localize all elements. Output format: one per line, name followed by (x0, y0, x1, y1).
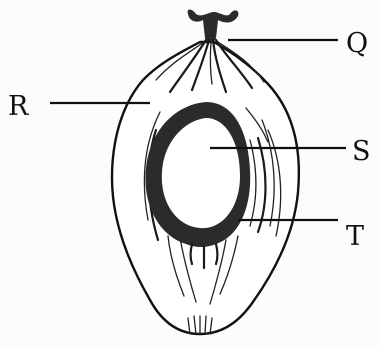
label-q: Q (346, 28, 368, 59)
label-r: R (8, 91, 29, 122)
stalk-cap (188, 10, 239, 43)
label-t: T (346, 221, 364, 252)
label-s: S (352, 136, 371, 167)
